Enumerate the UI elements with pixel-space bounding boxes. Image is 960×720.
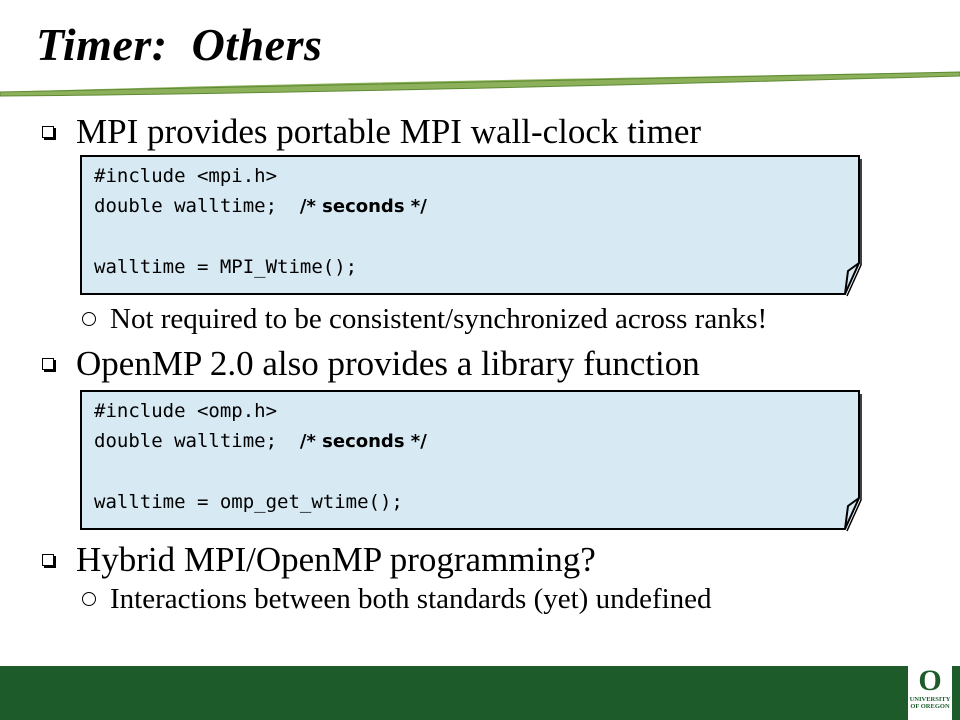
bullet-1-text: MPI provides portable MPI wall-clock tim… xyxy=(76,112,702,151)
bullet-3: Hybrid MPI/OpenMP programming? xyxy=(42,540,596,580)
code-line-call: walltime = omp_get_wtime(); xyxy=(94,491,403,513)
bullet-1: MPI provides portable MPI wall-clock tim… xyxy=(42,112,701,152)
ring-bullet-icon xyxy=(82,312,96,327)
code-text: #include <omp.h> double walltime; /* sec… xyxy=(94,396,427,517)
square-bullet-icon xyxy=(42,125,54,138)
university-logo: O UNIVERSITY OF OREGON xyxy=(908,664,952,720)
code-line-declaration: double walltime; xyxy=(94,195,300,217)
sub-bullet-1: Not required to be consistent/synchroniz… xyxy=(82,303,767,336)
footer-bar xyxy=(0,666,960,720)
sub-bullet-3-text: Interactions between both standards (yet… xyxy=(110,583,712,615)
code-box-background xyxy=(80,155,862,297)
bullet-2: OpenMP 2.0 also provides a library funct… xyxy=(42,344,700,384)
logo-line-2: OF OREGON xyxy=(910,703,950,710)
code-block-openmp: #include <omp.h> double walltime; /* sec… xyxy=(80,390,862,532)
bullet-3-text: Hybrid MPI/OpenMP programming? xyxy=(76,540,596,579)
code-line-include: #include <omp.h> xyxy=(94,400,278,422)
title-swoosh xyxy=(0,71,960,97)
logo-mark: O xyxy=(918,664,942,697)
code-line-call: walltime = MPI_Wtime(); xyxy=(94,256,358,278)
code-comment: /* seconds */ xyxy=(299,431,427,452)
sub-bullet-3: Interactions between both standards (yet… xyxy=(82,583,712,616)
sub-bullet-1-text: Not required to be consistent/synchroniz… xyxy=(110,303,768,335)
square-bullet-icon xyxy=(42,553,54,566)
code-text: #include <mpi.h> double walltime; /* sec… xyxy=(94,161,427,282)
slide-title: Timer: Others xyxy=(36,19,323,70)
code-line-include: #include <mpi.h> xyxy=(94,165,278,187)
ring-bullet-icon xyxy=(82,592,96,607)
code-box-background xyxy=(80,390,862,532)
code-comment: /* seconds */ xyxy=(299,196,427,217)
code-line-declaration: double walltime; xyxy=(94,430,300,452)
code-block-mpi: #include <mpi.h> double walltime; /* sec… xyxy=(80,155,862,297)
logo-line-1: UNIVERSITY xyxy=(909,696,951,703)
square-bullet-icon xyxy=(42,357,54,370)
bullet-2-text: OpenMP 2.0 also provides a library funct… xyxy=(76,344,700,383)
